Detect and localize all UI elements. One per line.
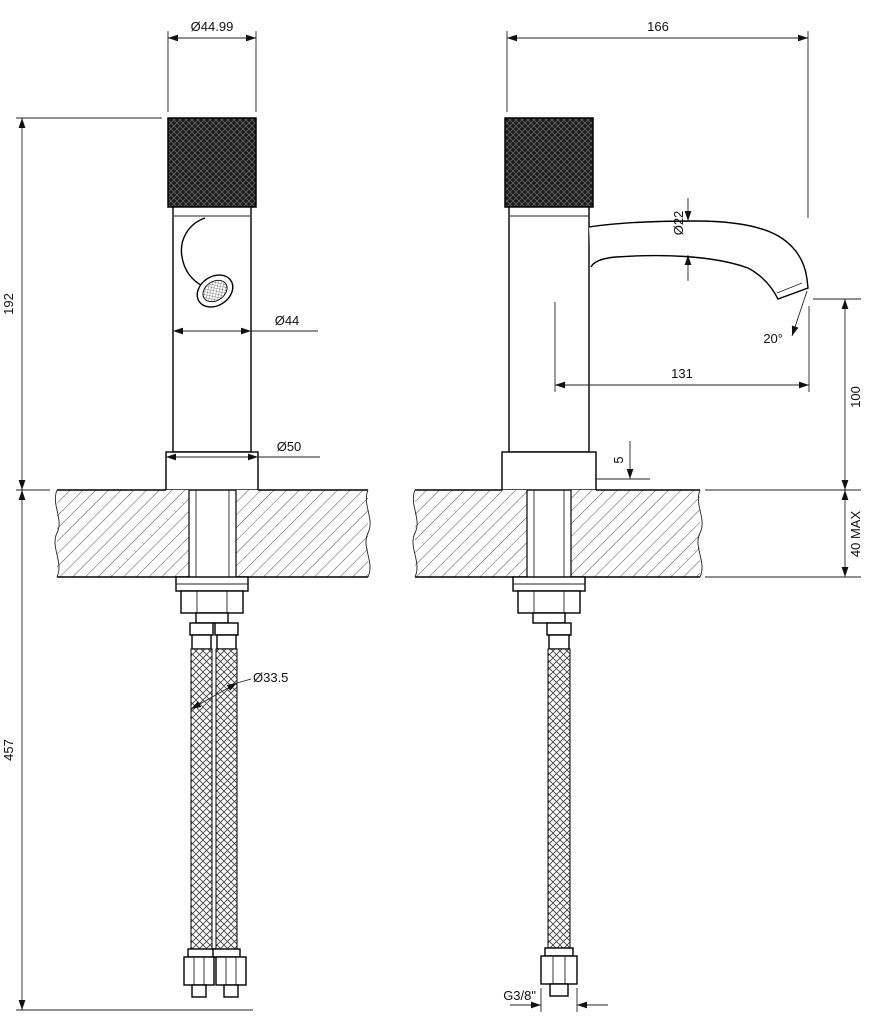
counter-hatch-right-a bbox=[415, 490, 527, 577]
body-front bbox=[172, 206, 252, 453]
spout-side-outline bbox=[588, 220, 809, 300]
counter-hatch-right-b bbox=[571, 490, 700, 577]
break-line bbox=[365, 489, 371, 578]
dimensions-front: Ø44.99 Ø44 Ø50 Ø33.5 192 457 bbox=[1, 19, 320, 1011]
dim-handle-diameter-label: Ø44.99 bbox=[191, 19, 234, 34]
front-view: Ø44.99 Ø44 Ø50 Ø33.5 192 457 bbox=[1, 19, 371, 1011]
dim-base-diameter-label: Ø50 bbox=[277, 439, 302, 454]
dim-hose-length-label: 457 bbox=[1, 739, 16, 761]
hose-nut-side bbox=[540, 955, 578, 985]
break-line bbox=[54, 489, 60, 578]
side-view: 166 Ø22 20° 131 100 40 MAX 5 bbox=[412, 19, 863, 1012]
flex-hose-left bbox=[190, 648, 213, 950]
dim-total-depth-label: 166 bbox=[647, 19, 669, 34]
dim-body-diameter-label: Ø44 bbox=[275, 313, 300, 328]
countertop-side bbox=[412, 489, 703, 578]
locknut-front bbox=[180, 590, 244, 614]
countertop-front bbox=[54, 489, 371, 578]
locknut-side bbox=[517, 590, 581, 614]
counter-hatch-left-b bbox=[236, 490, 368, 577]
faucet-side bbox=[501, 117, 809, 491]
faucet-front bbox=[165, 117, 259, 491]
dim-base-plate-label: 5 bbox=[611, 456, 626, 463]
dim-thread-label: G3/8" bbox=[503, 988, 536, 1003]
dim-counter-max-label: 40 MAX bbox=[848, 511, 863, 558]
dim-spout-height-label: 100 bbox=[848, 386, 863, 408]
aerator-front bbox=[196, 274, 234, 308]
supply-hose-side bbox=[512, 576, 586, 997]
dimensions-side: 166 Ø22 20° 131 100 40 MAX 5 bbox=[503, 19, 863, 1012]
dim-height-label: 192 bbox=[1, 293, 16, 315]
counter-hatch-left-a bbox=[57, 490, 189, 577]
flex-hose-right bbox=[215, 648, 238, 950]
flex-hose-side bbox=[547, 648, 571, 949]
knurled-handle-side bbox=[504, 117, 594, 208]
dim-spout-reach-label: 131 bbox=[671, 366, 693, 381]
knurled-handle-front bbox=[167, 117, 257, 208]
spout-front-outline bbox=[180, 217, 206, 287]
dim-hose-diameter-label: Ø33.5 bbox=[253, 670, 288, 685]
base-flange-side bbox=[501, 451, 597, 491]
hose-nut-right bbox=[215, 956, 247, 986]
dim-spout-angle-label: 20° bbox=[763, 331, 783, 346]
hose-nut-left bbox=[183, 956, 215, 986]
base-flange-front bbox=[165, 451, 259, 491]
body-side bbox=[508, 206, 590, 453]
dim-spout-diameter-label: Ø22 bbox=[671, 211, 686, 236]
spout-side-fill bbox=[589, 221, 808, 299]
break-line bbox=[412, 489, 418, 578]
break-line bbox=[697, 489, 703, 578]
supply-hoses-front bbox=[175, 576, 249, 998]
